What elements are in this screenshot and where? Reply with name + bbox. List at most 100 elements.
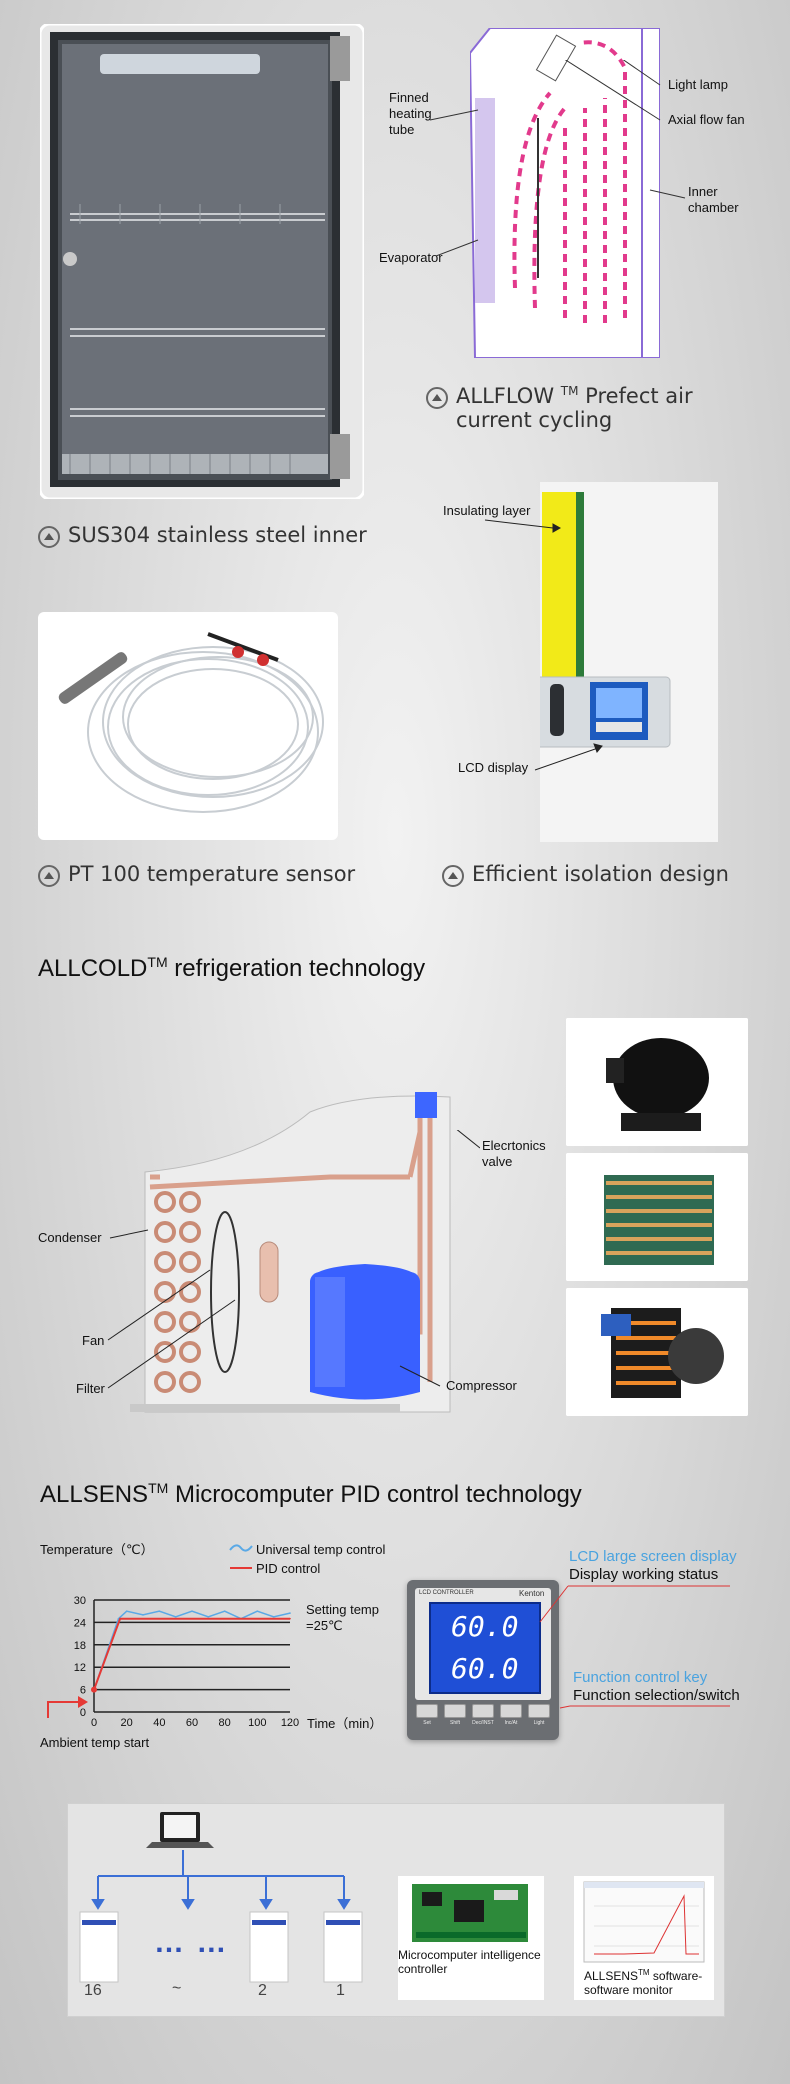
ambient-arrow-line [47, 1701, 78, 1718]
chart-x-tick: 40 [153, 1717, 165, 1729]
chart-y-tick: 18 [74, 1640, 86, 1652]
ambient-start-marker [91, 1686, 97, 1693]
finned-heating-tube-label: Finned heating tube [389, 90, 432, 137]
airflow-caption: ALLFLOW TM Prefect air current cycling [426, 384, 766, 432]
chart-ylabel: Temperature（℃） [40, 1542, 154, 1557]
isolation-illustration [529, 482, 718, 842]
airflow-illustration [468, 27, 661, 359]
control-title: ALLSENSTM Microcomputer PID control tech… [40, 1480, 582, 1508]
controller-keys: Set Shift Dec/INST Inc/At Light [415, 1704, 551, 1734]
controller-key-button[interactable] [416, 1704, 438, 1718]
lcd-display-label: LCD display [458, 760, 529, 775]
controller-key-button[interactable] [444, 1704, 466, 1718]
controller-key[interactable]: Set [415, 1704, 439, 1734]
compressor-label: Compressor [446, 1378, 517, 1393]
controller-key[interactable]: Inc/At [499, 1704, 523, 1734]
chart-point [256, 1610, 259, 1612]
unit-label-tilde: ~ [172, 1980, 182, 1997]
controller-key-label: Shift [449, 1720, 460, 1726]
arrow-up-circle-icon [426, 387, 448, 409]
chart-point [223, 1610, 226, 1612]
compressor-photo [566, 1018, 748, 1146]
isolation-photo [529, 482, 718, 842]
controller-key-label: Dec/INST [472, 1720, 494, 1726]
control-callout-lines [539, 1585, 730, 1709]
chart-y-tick: 12 [74, 1662, 86, 1674]
electronics-valve-label: Elecrtonics valve [482, 1138, 546, 1169]
controller-key-label: Light [533, 1720, 545, 1726]
pid-legend-icon [230, 1567, 252, 1569]
isolation-leaders [484, 519, 603, 771]
chart-point [207, 1616, 210, 1618]
controller-value-1: 60.0 [451, 1610, 519, 1643]
compressor-illustration [566, 1018, 748, 1146]
unit-label-16: 16 [84, 1982, 102, 1999]
refrigeration-leaders [107, 1130, 480, 1389]
ambient-arrow-head [78, 1696, 88, 1708]
software-screenshot-illustration [583, 1881, 705, 1963]
software-monitor-card: ALLSENSTM software-software monitor [574, 1876, 714, 2000]
insulating-layer-label: Insulating layer [443, 503, 531, 518]
chart-y-tick: 6 [80, 1685, 86, 1697]
fan-label: Fan [82, 1333, 105, 1348]
controller-key-button[interactable] [472, 1704, 494, 1718]
condenser-illustration [566, 1153, 748, 1281]
sensor-illustration [58, 632, 324, 813]
controller-brand: Kenton [519, 1589, 545, 1598]
controller-key[interactable]: Shift [443, 1704, 467, 1734]
controller-key[interactable]: Light [527, 1704, 551, 1734]
controller-key-button[interactable] [528, 1704, 550, 1718]
isolation-caption: Efficient isolation design [442, 862, 729, 887]
function-key-callout-sub: Function selection/switch [573, 1687, 740, 1704]
controller-key-button[interactable] [500, 1704, 522, 1718]
controller-face: LCD CONTROLLER Kenton 60.0 60.0 [415, 1588, 551, 1700]
chamber-caption: SUS304 stainless steel inner [38, 523, 367, 548]
chart-point [191, 1610, 193, 1612]
chart-point [272, 1616, 275, 1618]
chart-point [289, 1612, 291, 1614]
controller-key-label: Set [423, 1720, 431, 1726]
evaporator-label: Evaporator [379, 250, 443, 265]
airflow-diagram [468, 27, 661, 359]
lcd-controller: LCD CONTROLLER Kenton 60.0 60.0 Set Shift… [407, 1580, 559, 1740]
controller-screen: 60.0 60.0 [429, 1602, 541, 1694]
inner-chamber-label: Inner chamber [688, 184, 739, 215]
chart-x-tick: 0 [91, 1717, 97, 1729]
filter-label: Filter [76, 1381, 105, 1396]
ambient-label: Ambient temp start [40, 1735, 150, 1750]
axial-flow-fan-label: Axial flow fan [668, 112, 745, 127]
chart-point [119, 1617, 121, 1620]
refrigeration-title: ALLCOLDTM refrigeration technology [38, 954, 426, 982]
unit-label-1: 1 [336, 1982, 345, 1999]
chart-y-tick: 24 [74, 1617, 86, 1629]
sensor-photo [38, 612, 338, 840]
chamber-illustration [38, 22, 366, 501]
controller-header: LCD CONTROLLER [419, 1590, 474, 1596]
network-dots: … … [154, 1926, 229, 1959]
network-panel: … … 16 ~ 2 1 Microcomputer intelligence … [67, 1803, 725, 2017]
arrow-up-circle-icon [38, 865, 60, 887]
controller-board-card: Microcomputer intelligence controller [398, 1876, 544, 2000]
circuit-board-illustration [412, 1884, 528, 1942]
chart-x-tick: 100 [248, 1717, 266, 1729]
legend-universal: Universal temp control [256, 1542, 386, 1557]
unit-label-2: 2 [258, 1982, 267, 1999]
refrigeration-illustration [130, 1092, 451, 1413]
light-lamp-label: Light lamp [668, 77, 728, 92]
software-monitor-caption: ALLSENSTM software-software monitor [584, 1968, 703, 1997]
lcd-display-callout-title: LCD large screen display [569, 1548, 737, 1565]
chart-x-tick: 120 [281, 1717, 299, 1729]
controller-key[interactable]: Dec/INST [471, 1704, 495, 1734]
airflow-leaders [429, 60, 686, 257]
condenser-label: Condenser [38, 1230, 102, 1245]
condensing-unit-illustration [566, 1288, 748, 1416]
chart-series-line [93, 1617, 290, 1690]
lcd-display-callout-sub: Display working status [569, 1566, 719, 1583]
chart-x-tick: 80 [219, 1717, 231, 1729]
controller-key-label: Inc/At [504, 1720, 518, 1726]
universal-legend-icon [229, 1544, 253, 1552]
network-diagram [79, 1812, 363, 1983]
chart-point [174, 1616, 177, 1618]
chart-y-tick: 30 [74, 1595, 86, 1607]
